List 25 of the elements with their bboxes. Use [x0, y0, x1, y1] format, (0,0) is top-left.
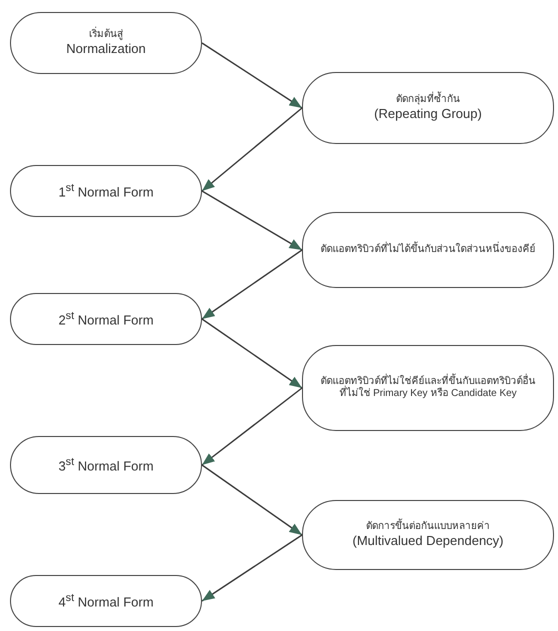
node-text: ตัดการขึ้นต่อกันแบบหลายค่า: [366, 520, 490, 534]
process-box: [10, 165, 202, 217]
process-box: [302, 345, 554, 431]
arrow: [202, 387, 302, 466]
arrow: [202, 107, 302, 192]
node-text: ตัดแอตทริบิวต์ที่ไม่ใช่คีย์และที่ขึ้นกับแอตทริบิวต์อื่นที่ไม่ใช่ Primary Key หรือ Candidate Key: [320, 376, 536, 400]
node-text: เริ่มต้นสู่: [89, 28, 123, 42]
node-text: Normalization: [66, 41, 146, 58]
arrow: [202, 249, 302, 320]
node-text: ตัดกลุ่มที่ซ้ำกัน: [396, 94, 460, 106]
arrow: [202, 534, 302, 602]
node-text: 1$^{st}$ Normal Form: [58, 182, 154, 200]
arrow: [202, 42, 302, 109]
node-text: (Repeating Group): [374, 106, 482, 122]
node-text: 2$^{st}$ Normal Form: [58, 310, 154, 328]
arrow: [202, 318, 302, 389]
node-text: 3$^{st}$ Normal Form: [58, 456, 154, 474]
process-box: [302, 212, 554, 288]
process-box: [10, 575, 202, 627]
arrow: [202, 190, 302, 251]
node-text: ตัดแอตทริบิวต์ที่ไม่ได้ขึ้นกับส่วนใดส่วนหนึ่งของคีย์: [320, 244, 536, 256]
node-text: (Multivalued Dependency): [352, 533, 504, 550]
process-box: [10, 293, 202, 345]
arrow: [202, 464, 302, 536]
node-text: 4$^{st}$ Normal Form: [58, 592, 154, 610]
